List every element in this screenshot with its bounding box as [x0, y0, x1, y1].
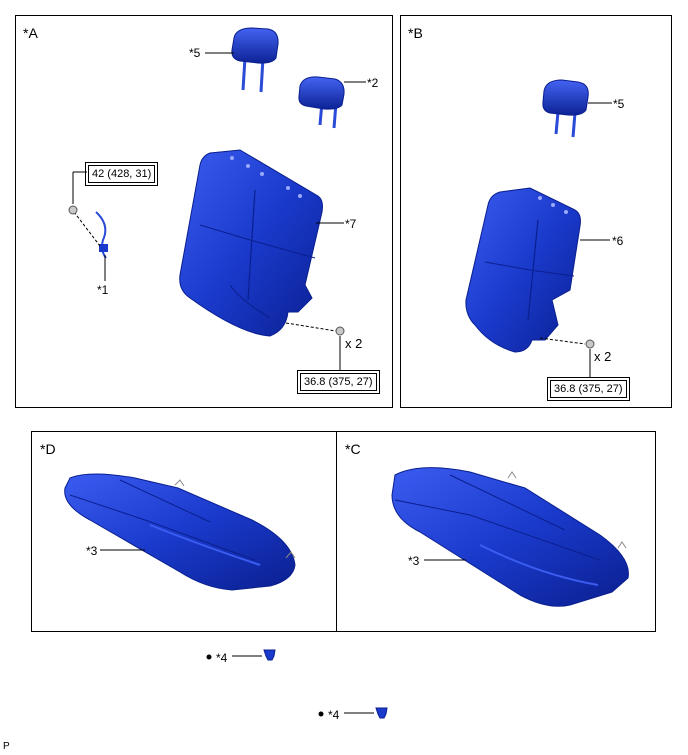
- torque-box-bolt-b: 36.8 (375, 27): [547, 377, 630, 401]
- panel-label-c: *C: [345, 441, 361, 457]
- torque-box-nut: 42 (428, 31): [85, 162, 159, 186]
- callout-3-c: *3: [408, 554, 420, 568]
- callout-2: *2: [367, 76, 379, 90]
- harness-1: [68, 171, 108, 281]
- bolt-b: [539, 337, 595, 377]
- torque-value-bolt-b: 36.8 (375, 27): [550, 380, 627, 398]
- torque-box-bolt-a: 36.8 (375, 27): [297, 370, 380, 394]
- callout-7: *7: [345, 217, 357, 231]
- panel-label-a: *A: [23, 25, 38, 41]
- callout-4-upper: *4: [216, 651, 228, 665]
- bolt-a: [285, 322, 345, 370]
- headrest-5-b: [542, 79, 589, 138]
- callout-1: *1: [97, 283, 109, 297]
- callout-3-d: *3: [86, 544, 98, 558]
- callout-5-a: *5: [189, 46, 201, 60]
- quantity-b: x 2: [594, 349, 612, 364]
- panel-label-d: *D: [40, 441, 56, 457]
- footer-label: P: [3, 741, 10, 752]
- torque-value-bolt-a: 36.8 (375, 27): [300, 373, 377, 391]
- headrest-5-a: [231, 27, 279, 93]
- seatback-6: [465, 187, 581, 353]
- torque-value-nut: 42 (428, 31): [88, 165, 156, 183]
- seat-cushion-d: [64, 473, 296, 591]
- clip-4-upper: [206, 649, 276, 661]
- seatback-7: [179, 149, 323, 337]
- callout-4-lower: *4: [328, 708, 340, 722]
- quantity-a: x 2: [345, 336, 363, 351]
- seat-cushion-c: [391, 467, 629, 607]
- panel-label-b: *B: [408, 25, 423, 41]
- callout-5-b: *5: [613, 97, 625, 111]
- clip-4-lower: [318, 707, 388, 719]
- headrest-2: [298, 76, 345, 129]
- callout-6: *6: [612, 234, 624, 248]
